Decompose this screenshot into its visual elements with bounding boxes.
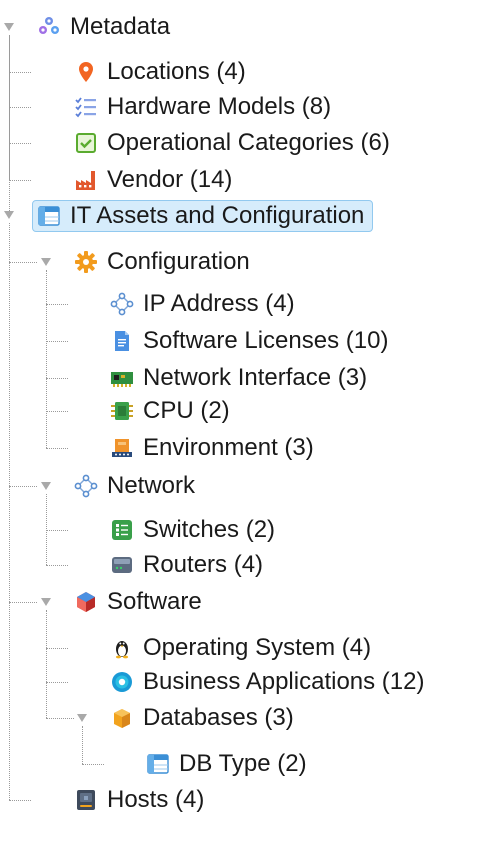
tree-connector-line (46, 610, 47, 718)
tree-connector-line (9, 107, 31, 108)
table-icon (146, 752, 170, 776)
tree-item-databases[interactable]: Databases (3) (110, 703, 294, 733)
tree-item-label: Environment (3) (143, 434, 314, 461)
expand-toggle-icon[interactable] (77, 714, 87, 722)
tree-connector-line (46, 304, 68, 305)
tree-connector-line (9, 223, 10, 800)
document-icon (110, 329, 134, 353)
tree-item-hardware-models[interactable]: Hardware Models (8) (74, 92, 331, 122)
tree-connector-line (46, 530, 68, 531)
tree-item-ip-address[interactable]: IP Address (4) (110, 289, 295, 319)
host-icon (74, 788, 98, 812)
tree-item-label: Hardware Models (8) (107, 93, 332, 120)
table-icon (37, 204, 61, 228)
network-nodes-icon (74, 474, 98, 498)
expand-toggle-icon[interactable] (41, 258, 51, 266)
checklist-icon (74, 95, 98, 119)
tree-item-metadata[interactable]: Metadata (37, 12, 170, 42)
tree-item-label: Operational Categories (6) (107, 129, 390, 156)
tree-connector-line (82, 726, 83, 764)
tree-item-label: DB Type (2) (179, 750, 307, 777)
tree-item-label: Software Licenses (10) (143, 327, 389, 354)
environment-icon (110, 436, 134, 460)
tree-item-vendor[interactable]: Vendor (14) (74, 165, 232, 195)
tree-item-label: Vendor (14) (107, 166, 233, 193)
tree-item-business-applications[interactable]: Business Applications (12) (110, 667, 424, 697)
tree-item-configuration[interactable]: Configuration (74, 247, 250, 277)
tree-item-operating-system[interactable]: Operating System (4) (110, 633, 371, 663)
checkbox-icon (74, 131, 98, 155)
tree-connector-line (46, 378, 68, 379)
tree-item-cpu[interactable]: CPU (2) (110, 396, 230, 426)
tree-item-routers[interactable]: Routers (4) (110, 550, 263, 580)
tree-item-environment[interactable]: Environment (3) (110, 433, 314, 463)
tree-item-network[interactable]: Network (74, 471, 195, 501)
router-icon (110, 553, 134, 577)
tree-connector-line (9, 602, 37, 603)
tree-connector-line (9, 800, 31, 801)
tree-item-it-assets[interactable]: IT Assets and Configuration (32, 200, 374, 232)
tree-connector-line (46, 494, 47, 565)
tree-item-label: CPU (2) (143, 397, 230, 424)
tree-item-label: Switches (2) (143, 516, 276, 543)
tree-item-label: Hosts (4) (107, 786, 205, 813)
tree-item-hosts[interactable]: Hosts (4) (74, 785, 204, 815)
tree-connector-line (46, 682, 68, 683)
tree-item-label: Configuration (107, 248, 250, 275)
tree-connector-line (46, 270, 47, 448)
database-box-icon (110, 706, 134, 730)
software-box-icon (74, 590, 98, 614)
tree-item-label: Network Interface (3) (143, 364, 368, 391)
tree-item-label: Routers (4) (143, 551, 264, 578)
tree-connector-line (9, 180, 31, 181)
gear-icon (74, 250, 98, 274)
tree-item-label: Locations (4) (107, 58, 246, 85)
tree-connector-line (9, 486, 37, 487)
network-nodes-icon (110, 292, 134, 316)
tree-item-label: Databases (3) (143, 704, 294, 731)
penguin-icon (110, 636, 134, 660)
tree-item-label: IT Assets and Configuration (70, 202, 365, 229)
tree-connector-line (9, 72, 31, 73)
tree-item-label: Operating System (4) (143, 634, 372, 661)
network-card-icon (110, 366, 134, 390)
tree-connector-line (9, 143, 31, 144)
tree-item-operational-categories[interactable]: Operational Categories (6) (74, 128, 390, 158)
expand-toggle-icon[interactable] (41, 482, 51, 490)
tree-connector-line (9, 35, 10, 215)
tree-connector-line (46, 448, 68, 449)
tree-item-label: Software (107, 588, 202, 615)
tree-connector-line (46, 341, 68, 342)
switch-icon (110, 518, 134, 542)
location-pin-icon (74, 60, 98, 84)
tree-connector-line (9, 262, 37, 263)
tree-item-software-licenses[interactable]: Software Licenses (10) (110, 326, 388, 356)
tree-connector-line (46, 565, 68, 566)
tree-connector-line (82, 764, 104, 765)
tree-item-label: Metadata (70, 13, 171, 40)
tree-item-switches[interactable]: Switches (2) (110, 515, 275, 545)
expand-toggle-icon[interactable] (41, 598, 51, 606)
metadata-icon (37, 15, 61, 39)
tree-item-network-interface[interactable]: Network Interface (3) (110, 363, 367, 393)
tree-item-software[interactable]: Software (74, 587, 202, 617)
app-circle-icon (110, 670, 134, 694)
chip-icon (110, 399, 134, 423)
tree-connector-line (46, 648, 68, 649)
tree-item-db-type[interactable]: DB Type (2) (146, 749, 307, 779)
tree-connector-line (46, 411, 68, 412)
tree-item-locations[interactable]: Locations (4) (74, 57, 246, 87)
tree-connector-line (46, 718, 74, 719)
factory-icon (74, 168, 98, 192)
expand-toggle-icon[interactable] (4, 23, 14, 31)
tree-item-label: Network (107, 472, 196, 499)
tree-item-label: Business Applications (12) (143, 668, 425, 695)
tree-item-label: IP Address (4) (143, 290, 295, 317)
expand-toggle-icon[interactable] (4, 211, 14, 219)
